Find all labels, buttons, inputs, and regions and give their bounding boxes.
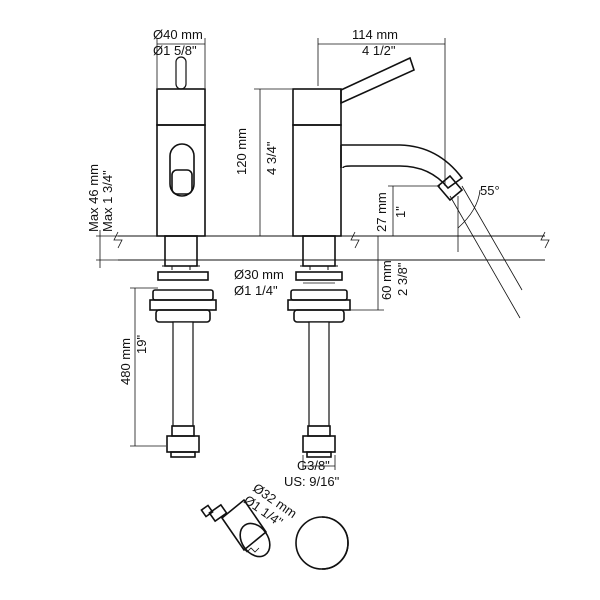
dimension-lines [96, 38, 481, 470]
shank-dia-mm: Ø30 mm [234, 267, 284, 282]
faucet-side-view [149, 56, 217, 458]
deck-max-in: Max 1 3/4" [100, 170, 115, 232]
faucet-body-side [156, 124, 206, 237]
spout-reach-in: 4 1/2" [362, 43, 396, 58]
lever-arm [340, 56, 415, 105]
hose-len-mm: 480 mm [118, 338, 133, 385]
spout-reach-mm: 114 mm [352, 27, 398, 42]
deck-max-mm: Max 46 mm [86, 164, 101, 232]
spout [341, 144, 464, 190]
lever-dia-mm: Ø40 mm [153, 27, 203, 42]
hole-saw-and-hole [200, 498, 349, 570]
lever-handle [175, 56, 187, 90]
thread-us: US: 9/16" [284, 474, 340, 489]
hose-len-in: 19" [134, 335, 149, 354]
body-height-in: 4 3/4" [264, 141, 279, 175]
lever-dia-in: Ø1 5/8" [153, 43, 197, 58]
shank-len-mm: 60 mm [379, 260, 394, 300]
spout-opening [169, 143, 195, 197]
thread-size: G3/8" [297, 458, 330, 473]
body-height-mm: 120 mm [234, 128, 249, 175]
shank-len-in: 2 3/8" [395, 262, 410, 296]
spout-height-mm: 27 mm [374, 192, 389, 232]
spout-angle: 55° [480, 183, 500, 198]
spout-height-in: 1" [393, 206, 408, 218]
lever-cap [156, 88, 206, 126]
faucet-front-view [287, 56, 523, 458]
shank-dia-in: Ø1 1/4" [234, 283, 278, 298]
